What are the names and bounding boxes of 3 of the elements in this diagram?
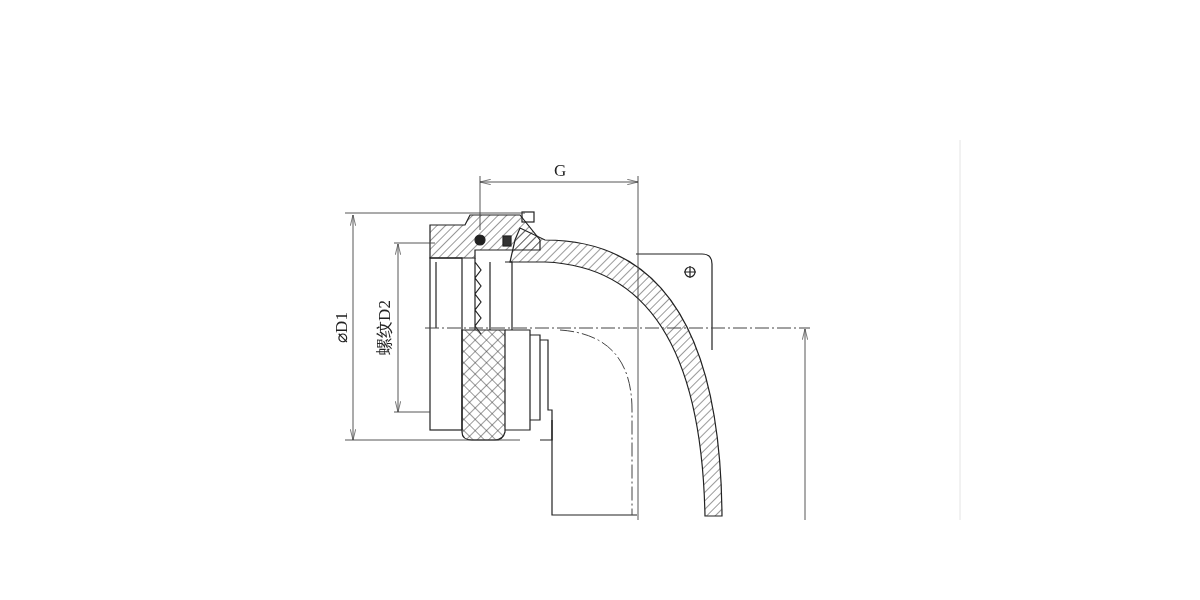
dimension-label: G <box>554 161 567 179</box>
dimension-label: 螺纹D2 <box>375 299 393 355</box>
dimension-label: ⌀D1 <box>332 311 350 343</box>
